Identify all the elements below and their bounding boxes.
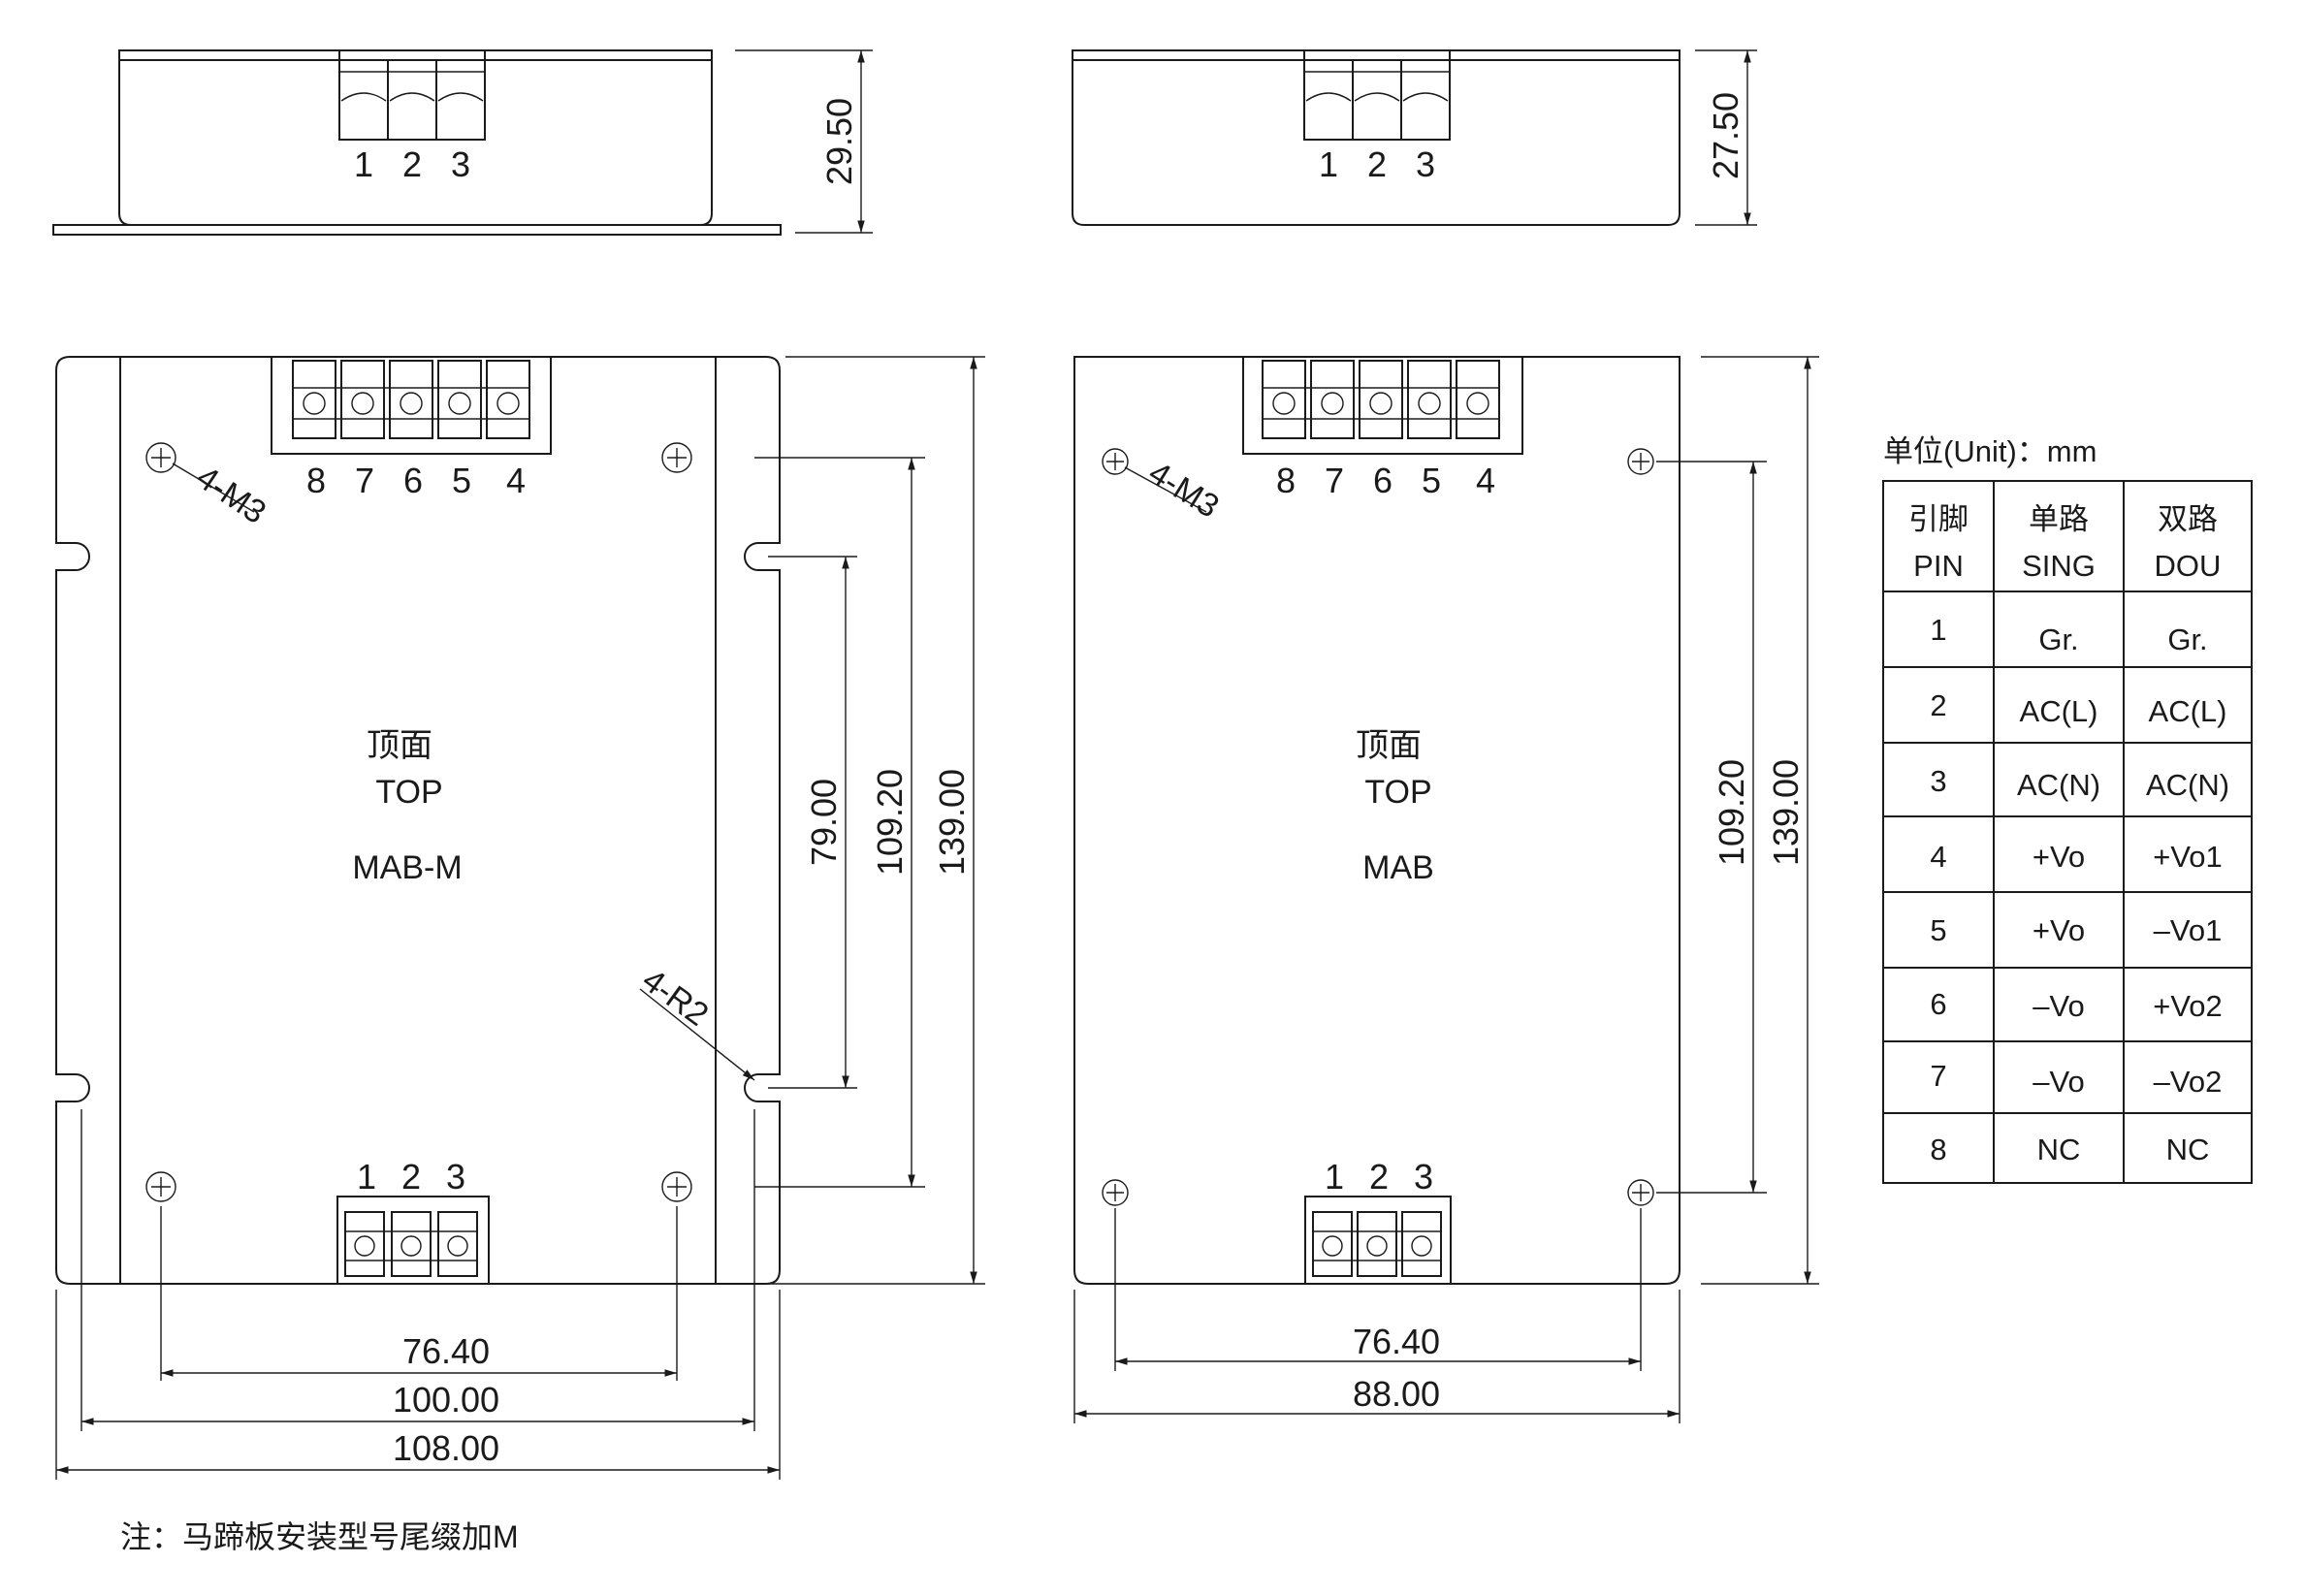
table-cell: 5 xyxy=(1930,913,1946,947)
terminal-block-bottom-left xyxy=(336,1196,490,1285)
dim-slot-pitch: 79.00 xyxy=(804,779,844,866)
table-header: 引脚 xyxy=(1908,502,1969,536)
terminal-block-top-right xyxy=(1242,356,1523,455)
pin-label: 2 xyxy=(401,1157,421,1197)
dim-slot-spacing: 100.00 xyxy=(393,1380,499,1420)
table-cell: –Vo1 xyxy=(2154,913,2223,947)
pin-label: 6 xyxy=(403,461,423,500)
dim-height-right: 27.50 xyxy=(1706,92,1745,179)
pin-label: 3 xyxy=(1414,1157,1433,1197)
top-label-en: TOP xyxy=(375,774,442,811)
pin-label: 8 xyxy=(1276,461,1296,500)
table-cell: NC xyxy=(2037,1133,2081,1166)
table-cell: 6 xyxy=(1930,987,1946,1021)
table-cell: 4 xyxy=(1930,840,1946,874)
table-cell: +Vo xyxy=(2033,913,2085,947)
pin-table: 单位(Unit)：mm 引脚 PIN 单路 SING 双路 DOU 1 Gr. … xyxy=(1882,434,2253,1184)
table-cell: +Vo1 xyxy=(2153,840,2223,874)
pin-label: 1 xyxy=(357,1157,376,1197)
table-cell: –Vo xyxy=(2033,1065,2084,1099)
pin-label: 3 xyxy=(446,1157,465,1197)
mounting-hole xyxy=(1627,1179,1654,1206)
side-pin-label: 2 xyxy=(402,144,422,184)
table-cell: 1 xyxy=(1930,613,1946,647)
mounting-hole xyxy=(1102,1179,1129,1206)
table-cell: +Vo xyxy=(2033,840,2085,874)
hole-callout: 4-M3 xyxy=(1142,455,1226,526)
table-cell: Gr. xyxy=(2038,622,2078,656)
table-header: 单路 xyxy=(2029,502,2089,536)
dim-overall-width: 88.00 xyxy=(1353,1374,1440,1414)
dim-overall-length: 139.00 xyxy=(1766,759,1806,866)
footnote: 注：马蹄板安装型号尾缀加M xyxy=(120,1519,519,1554)
table-header: PIN xyxy=(1913,549,1964,583)
pin-label: 4 xyxy=(506,461,526,500)
dim-height-left: 29.50 xyxy=(819,98,859,185)
terminal-block-top-left xyxy=(271,356,552,455)
pin-label: 5 xyxy=(452,461,471,500)
table-cell: AC(L) xyxy=(2149,694,2227,728)
dim-hole-spacing: 76.40 xyxy=(1353,1322,1440,1361)
table-header: 双路 xyxy=(2158,502,2218,536)
table-cell: AC(N) xyxy=(2017,768,2100,802)
table-header: DOU xyxy=(2155,549,2222,583)
side-terminal-left xyxy=(338,49,486,141)
dim-overall-length: 139.00 xyxy=(932,769,972,876)
table-cell: NC xyxy=(2166,1133,2210,1166)
pin-label: 2 xyxy=(1369,1157,1389,1197)
dim-hole-pitch: 109.20 xyxy=(870,769,910,876)
side-pin-label: 1 xyxy=(1319,144,1338,184)
dim-hole-pitch: 109.20 xyxy=(1712,759,1751,866)
table-cell: 2 xyxy=(1930,688,1946,722)
dim-overall-width: 108.00 xyxy=(393,1428,499,1468)
side-pin-label: 2 xyxy=(1367,144,1387,184)
table-cell: AC(N) xyxy=(2146,768,2229,802)
table-cell: 3 xyxy=(1930,764,1946,798)
pin-label: 5 xyxy=(1422,461,1441,500)
dim-hole-spacing: 76.40 xyxy=(402,1331,490,1371)
top-label-en: TOP xyxy=(1364,774,1431,811)
terminal-block-bottom-right xyxy=(1304,1196,1452,1285)
table-cell: 8 xyxy=(1930,1133,1946,1166)
pin-label: 1 xyxy=(1325,1157,1344,1197)
side-view-left: 1 2 3 29.50 xyxy=(52,49,873,236)
table-cell: AC(L) xyxy=(2020,694,2098,728)
table-cell: +Vo2 xyxy=(2153,989,2223,1023)
model-label: MAB-M xyxy=(352,849,462,886)
model-label: MAB xyxy=(1362,849,1434,886)
side-pin-label: 3 xyxy=(451,144,470,184)
table-cell: –Vo2 xyxy=(2154,1065,2223,1099)
side-view-right: 1 2 3 27.50 xyxy=(1072,49,1757,226)
mounting-hole xyxy=(661,442,692,473)
top-view-right: 8 7 6 5 4 1 2 3 4-M3 顶面 TOP MAB 76 xyxy=(1073,356,1819,1423)
top-view-left: 8 7 6 5 4 1 2 3 4-M3 4-R2 顶面 TOP MAB-M xyxy=(55,356,985,1480)
pin-label: 7 xyxy=(355,461,374,500)
mounting-hole xyxy=(1102,448,1129,475)
table-header: SING xyxy=(2022,549,2096,583)
side-pin-label: 3 xyxy=(1416,144,1435,184)
mounting-hole xyxy=(661,1171,692,1202)
top-label-cn: 顶面 xyxy=(367,727,432,764)
pin-label: 7 xyxy=(1325,461,1344,500)
table-cell: –Vo xyxy=(2033,989,2084,1023)
side-pin-label: 1 xyxy=(354,144,373,184)
pin-label: 8 xyxy=(306,461,326,500)
table-cell: 7 xyxy=(1930,1059,1946,1093)
mounting-hole xyxy=(1627,448,1654,475)
mounting-hole xyxy=(145,442,176,473)
unit-label: 单位(Unit)：mm xyxy=(1883,434,2097,468)
table-cell: Gr. xyxy=(2167,622,2207,656)
mounting-hole xyxy=(145,1171,176,1202)
hole-callout: 4-M3 xyxy=(190,459,272,531)
top-label-cn: 顶面 xyxy=(1356,727,1422,764)
pin-label: 6 xyxy=(1373,461,1393,500)
pin-label: 4 xyxy=(1476,461,1495,500)
side-terminal-right xyxy=(1303,49,1451,141)
slot-callout: 4-R2 xyxy=(635,962,715,1034)
